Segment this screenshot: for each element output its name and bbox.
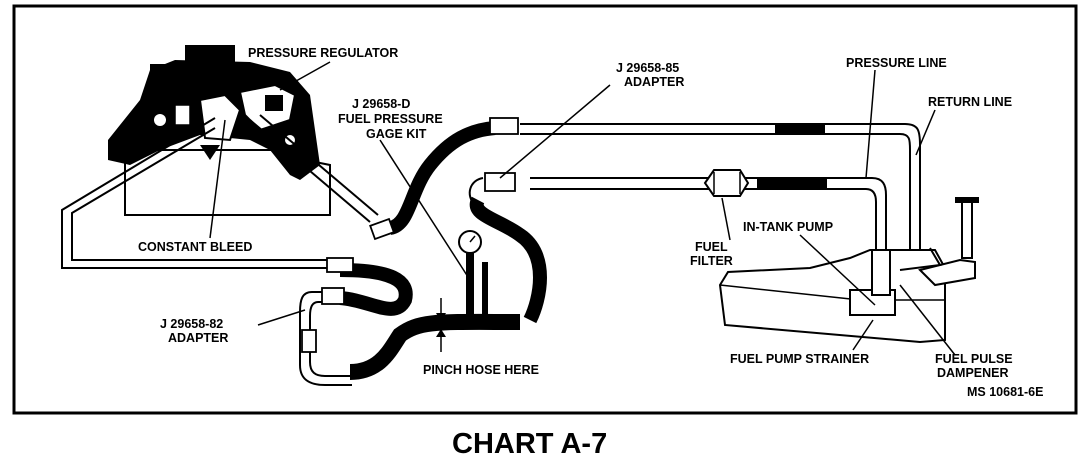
fittings xyxy=(301,117,519,353)
pinch-arrow-down-icon xyxy=(436,313,446,321)
label-constant-bleed: CONSTANT BLEED xyxy=(138,240,252,254)
label-fuel-filter-line1: FUEL xyxy=(695,240,728,254)
pinch-arrow-up-icon xyxy=(436,329,446,337)
throttle-body-assembly xyxy=(108,45,331,216)
pressure-gage xyxy=(458,230,488,323)
label-pinch-hose: PINCH HOSE HERE xyxy=(423,363,539,377)
gauge-hose-right xyxy=(469,196,547,324)
diagram-frame xyxy=(12,4,1078,415)
label-in-tank-pump: IN-TANK PUMP xyxy=(743,220,833,234)
chart-title: CHART A-7 xyxy=(452,428,607,460)
left-supply-line xyxy=(61,117,330,269)
label-adapter85-line2: ADAPTER xyxy=(624,75,684,89)
label-pressure-line: PRESSURE LINE xyxy=(846,56,947,70)
label-gage-kit-line1: J 29658-D xyxy=(352,97,410,111)
lower-hose-loop xyxy=(339,263,413,316)
label-fuel-filter-line2: FILTER xyxy=(690,254,733,268)
label-adapter82-line2: ADAPTER xyxy=(168,331,228,345)
label-fuel-pulse-line2: DAMPENER xyxy=(937,366,1009,380)
label-gage-kit-line3: GAGE KIT xyxy=(366,127,427,141)
fuel-tank xyxy=(718,197,979,344)
fuel-filter xyxy=(703,169,750,197)
return-hose-upper xyxy=(387,121,496,235)
pressure-hose-segment xyxy=(757,177,827,190)
label-gage-kit-line2: FUEL PRESSURE xyxy=(338,112,443,126)
label-return-line: RETURN LINE xyxy=(928,95,1012,109)
label-fuel-pulse-line1: FUEL PULSE xyxy=(935,352,1013,366)
leader-lines xyxy=(209,61,956,356)
regulator-outlet-line xyxy=(249,114,379,223)
label-pressure-regulator: PRESSURE REGULATOR xyxy=(248,46,398,60)
label-fuel-pump-strainer: FUEL PUMP STRAINER xyxy=(730,352,869,366)
label-adapter82-line1: J 29658-82 xyxy=(160,317,223,331)
label-adapter85-line1: J 29658-85 xyxy=(616,61,679,75)
return-hose-segment xyxy=(775,123,825,135)
figure-code: MS 10681-6E xyxy=(967,385,1043,399)
